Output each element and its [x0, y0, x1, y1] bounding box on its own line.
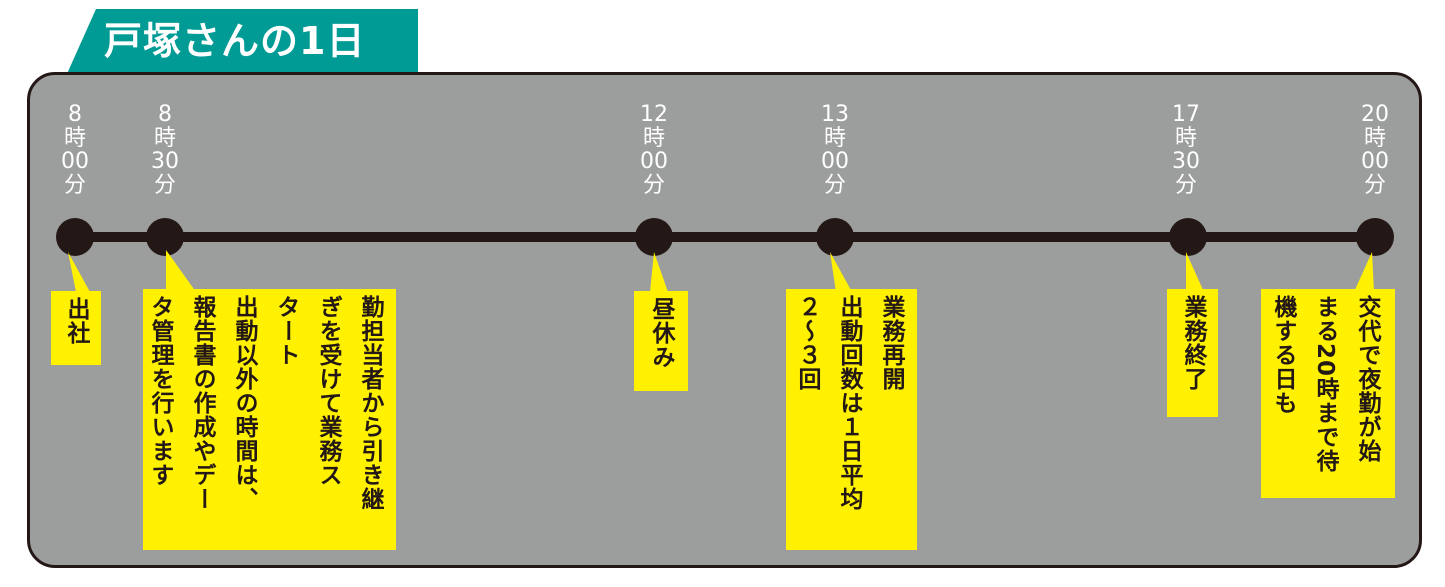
tail-2000: [1354, 252, 1374, 292]
note-2000: 交代で夜勤が始 まる20時まで待 機する日も: [1261, 289, 1395, 498]
tail-0800: [68, 252, 90, 292]
tail-0830: [166, 250, 196, 292]
timeline-dot-2000: [1356, 218, 1394, 256]
timeline-dot-1300: [816, 218, 854, 256]
note-0830: 勤担当者から引き継 ぎを受けて業務ス タート 出動以外の時間は、 報告書の作成や…: [143, 289, 396, 550]
timeline-dot-0830: [146, 218, 184, 256]
page-title: 戸塚さんの1日: [104, 19, 366, 63]
note-0800: 出社: [51, 291, 101, 365]
timeline-line: [74, 232, 1376, 242]
note-1300: 業務再開 出動回数は１日平均 ２～３回: [786, 289, 917, 550]
tail-1730: [1186, 252, 1204, 292]
title-tab: [66, 9, 418, 76]
timeline-dot-1200: [635, 218, 673, 256]
tail-1300: [830, 252, 852, 292]
tail-1200: [650, 252, 668, 292]
note-1730: 業務終了: [1167, 289, 1218, 417]
note-1200: 昼休み: [634, 291, 688, 391]
timeline-dot-1730: [1169, 218, 1207, 256]
timeline-dot-0800: [56, 218, 94, 256]
